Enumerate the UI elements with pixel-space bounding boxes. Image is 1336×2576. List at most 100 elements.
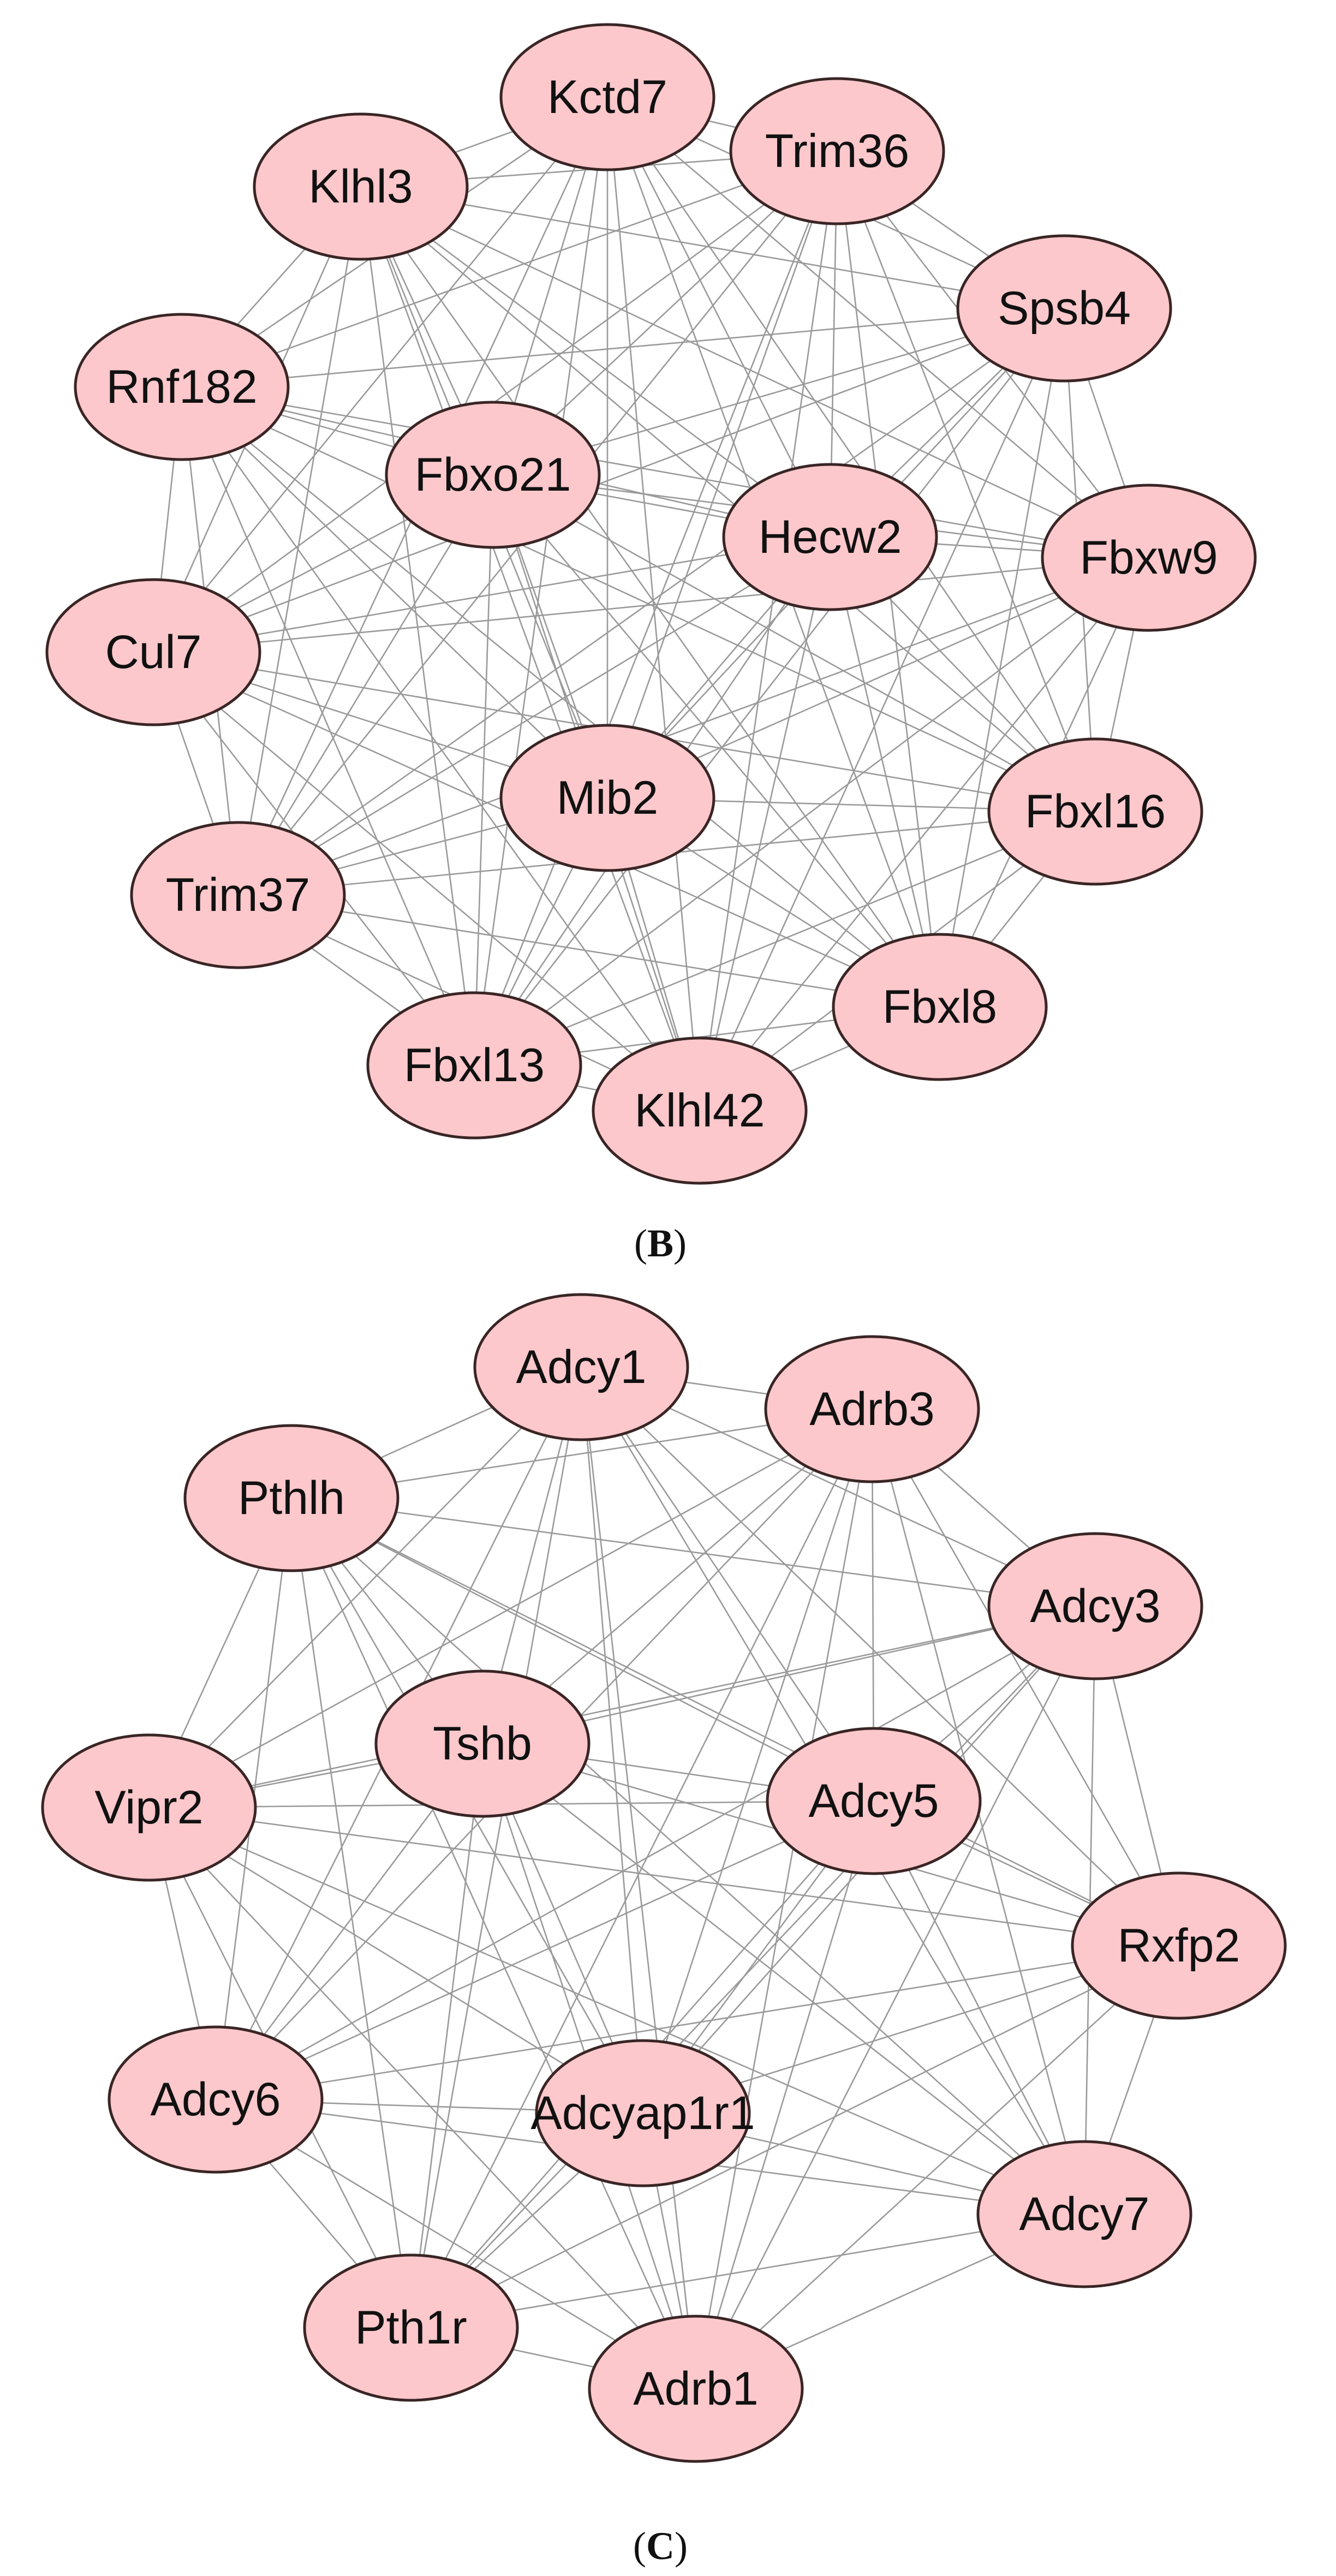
- edge-adrb3-rxfp2: [871, 1409, 1180, 1946]
- node-ellipse-adrb3: [764, 1335, 980, 1483]
- edge-trim36-fbxl16: [836, 151, 1096, 812]
- edge-pthlh-adcy5: [291, 1497, 874, 1802]
- edge-fbxw9-trim37: [237, 557, 1149, 896]
- node-adcy7[interactable]: Adcy7: [976, 2140, 1192, 2288]
- node-rnf182[interactable]: Rnf182: [74, 313, 290, 461]
- edge-adrb3-adcyap1r1: [642, 1409, 873, 2114]
- edge-klhl42-hecw2: [699, 536, 831, 1111]
- node-label-klhl42: Klhl42: [634, 1084, 765, 1137]
- edge-rnf182-mib2: [181, 386, 608, 798]
- node-label-cul7: Cul7: [105, 626, 202, 678]
- edge-fbxl13-rnf182: [181, 386, 475, 1066]
- node-trim37[interactable]: Trim37: [130, 821, 346, 969]
- edge-adcy1-pth1r: [410, 1367, 582, 2328]
- edge-spsb4-fbxl13: [473, 308, 1065, 1066]
- node-fbxl8[interactable]: Fbxl8: [832, 933, 1048, 1081]
- edge-adcy7-vipr2: [148, 1806, 1085, 2215]
- node-tshb[interactable]: Tshb: [374, 1669, 591, 1818]
- edge-trim36-rnf182: [181, 150, 838, 388]
- node-adcy5[interactable]: Adcy5: [766, 1727, 982, 1875]
- edge-rxfp2-pthlh: [291, 1497, 1179, 1947]
- edge-adcy3-adcy6: [215, 1605, 1096, 2101]
- edge-kctd7-fbxl13: [473, 97, 609, 1066]
- node-kctd7[interactable]: Kctd7: [499, 23, 715, 171]
- edge-fbxl8-klhl3: [360, 186, 941, 1007]
- node-ellipse-klhl42: [592, 1036, 808, 1185]
- node-klhl42[interactable]: Klhl42: [592, 1036, 808, 1185]
- node-mib2[interactable]: Mib2: [499, 724, 715, 872]
- node-ellipse-fbxl8: [832, 933, 1048, 1081]
- node-label-tshb: Tshb: [433, 1718, 532, 1770]
- node-label-adrb3: Adrb3: [809, 1383, 935, 1435]
- node-ellipse-klhl3: [253, 112, 469, 261]
- node-adrb3[interactable]: Adrb3: [764, 1335, 980, 1483]
- node-rxfp2[interactable]: Rxfp2: [1071, 1871, 1287, 2020]
- edge-fbxw9-klhl3: [360, 186, 1149, 559]
- edge-klhl3-hecw2: [360, 186, 831, 538]
- node-ellipse-trim36: [729, 77, 945, 225]
- node-ellipse-fbxl13: [366, 991, 582, 1140]
- edge-trim37-fbxo21: [237, 474, 494, 896]
- edge-trim37-klhl3: [237, 186, 362, 896]
- edge-rxfp2-adrb1: [695, 1945, 1179, 2389]
- edge-adcy1-rxfp2: [581, 1367, 1179, 1946]
- edge-rxfp2-vipr2: [148, 1806, 1179, 1947]
- edge-spsb4-fbxl8: [939, 308, 1065, 1007]
- node-adcy1[interactable]: Adcy1: [473, 1293, 689, 1441]
- node-ellipse-fbxo21: [385, 401, 601, 549]
- edge-adcy1-adrb1: [580, 1367, 697, 2389]
- edge-fbxl16-rnf182: [181, 386, 1096, 813]
- edge-spsb4-klhl42: [699, 308, 1065, 1111]
- node-label-mib2: Mib2: [557, 772, 658, 824]
- edge-pth1r-tshb: [410, 1743, 484, 2328]
- node-fbxw9[interactable]: Fbxw9: [1041, 484, 1257, 632]
- node-label-adcy1: Adcy1: [516, 1341, 646, 1393]
- edge-trim36-fbxl13: [473, 151, 838, 1066]
- edge-kctd7-fbxl16: [606, 97, 1096, 812]
- node-label-klhl3: Klhl3: [308, 160, 413, 213]
- edge-spsb4-cul7: [153, 307, 1065, 653]
- node-adrb1[interactable]: Adrb1: [588, 2315, 804, 2463]
- node-adcy3[interactable]: Adcy3: [987, 1532, 1203, 1680]
- node-label-fbxl16: Fbxl16: [1025, 785, 1166, 838]
- node-hecw2[interactable]: Hecw2: [722, 463, 938, 611]
- node-ellipse-adcy3: [987, 1532, 1203, 1680]
- node-pth1r[interactable]: Pth1r: [303, 2253, 519, 2402]
- node-fbxo21[interactable]: Fbxo21: [385, 401, 601, 549]
- edge-fbxw9-rnf182: [181, 386, 1149, 559]
- node-ellipse-adrb1: [588, 2315, 804, 2463]
- edge-trim36-mib2: [606, 151, 838, 798]
- edge-klhl42-rnf182: [181, 386, 701, 1111]
- node-pthlh[interactable]: Pthlh: [183, 1424, 399, 1572]
- node-ellipse-spsb4: [956, 234, 1172, 383]
- edge-adrb1-pthlh: [290, 1498, 697, 2389]
- node-klhl3[interactable]: Klhl3: [253, 112, 469, 261]
- edge-fbxl8-trim37: [237, 894, 940, 1008]
- node-ellipse-adcy7: [976, 2140, 1192, 2288]
- node-label-adcy7: Adcy7: [1019, 2188, 1149, 2240]
- edge-kctd7-klhl42: [606, 97, 701, 1111]
- edge-adcy7-pth1r: [410, 2213, 1085, 2329]
- node-ellipse-kctd7: [499, 23, 715, 171]
- node-trim36[interactable]: Trim36: [729, 77, 945, 225]
- node-cul7[interactable]: Cul7: [45, 578, 261, 726]
- edge-adcy7-pthlh: [291, 1498, 1085, 2215]
- node-vipr2[interactable]: Vipr2: [41, 1733, 257, 1882]
- node-adcyap1r1[interactable]: Adcyap1r1: [530, 2039, 755, 2187]
- node-label-kctd7: Kctd7: [547, 71, 667, 123]
- node-label-trim37: Trim37: [166, 869, 310, 921]
- node-ellipse-fbxl16: [987, 737, 1203, 886]
- node-adcy6[interactable]: Adcy6: [108, 2025, 324, 2174]
- node-ellipse-trim37: [130, 821, 346, 969]
- node-spsb4[interactable]: Spsb4: [956, 234, 1172, 383]
- node-ellipse-adcy1: [473, 1293, 689, 1441]
- node-ellipse-cul7: [45, 578, 261, 726]
- node-fbxl13[interactable]: Fbxl13: [366, 991, 582, 1140]
- node-label-adcy6: Adcy6: [150, 2073, 281, 2126]
- node-ellipse-hecw2: [722, 463, 938, 611]
- node-fbxl16[interactable]: Fbxl16: [987, 737, 1203, 886]
- node-label-pth1r: Pth1r: [355, 2301, 467, 2354]
- edge-fbxl13-fbxo21: [473, 474, 494, 1066]
